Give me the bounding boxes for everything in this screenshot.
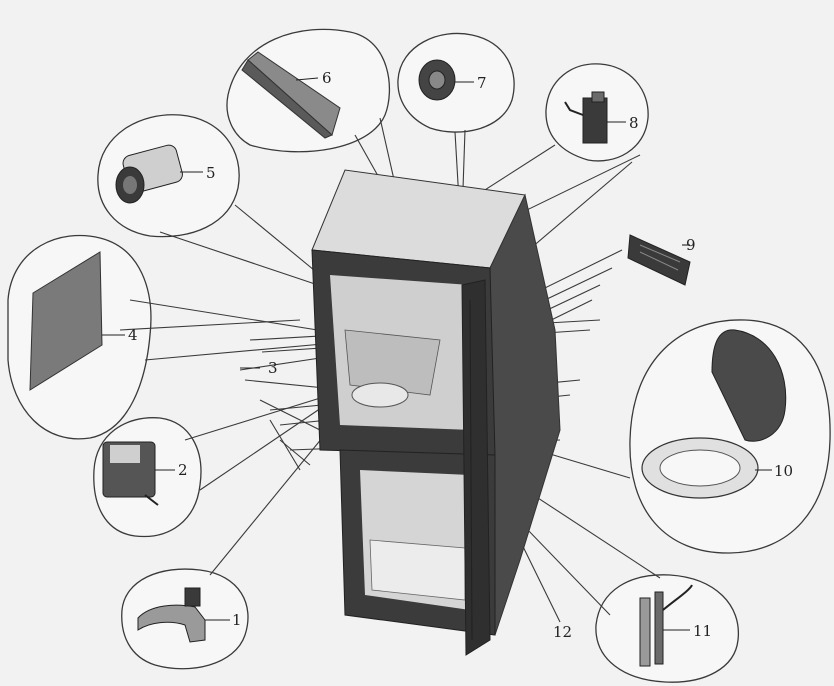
part-4-panel: [29, 251, 125, 391]
callout-label-6: 6: [322, 69, 332, 87]
part-7-roll: [418, 59, 474, 101]
cabinet-right-side: [489, 193, 561, 636]
callout-label-4: 4: [128, 326, 138, 344]
part-6-plate: [241, 51, 341, 139]
callout-label-3: 3: [268, 359, 278, 377]
callout-label-5: 5: [206, 164, 216, 182]
callout-label-11: 11: [693, 622, 712, 640]
cabinet-door: [461, 279, 491, 656]
callout-label-1: 1: [232, 611, 242, 629]
sink-shelf: [344, 329, 441, 396]
callout-labels: 1 2 3 4 5 6 7 8 9 10 11 12: [128, 69, 793, 641]
callout-label-10: 10: [774, 462, 793, 480]
callout-label-12: 12: [553, 623, 572, 641]
part-8-holder: [564, 91, 626, 144]
cabinet-assembly: [311, 169, 561, 656]
part-5-cylinder: [115, 144, 203, 204]
part-9-grille: [627, 234, 691, 286]
part-2-dispenser: [102, 441, 175, 506]
callout-label-7: 7: [477, 74, 487, 92]
bubble-11: [595, 574, 739, 683]
bubble-7: [397, 32, 515, 133]
part-10-seat: [641, 329, 787, 499]
callout-label-2: 2: [178, 461, 188, 479]
callout-label-9: 9: [686, 236, 696, 254]
seat-lid: [711, 329, 787, 442]
sink-basin: [351, 382, 409, 408]
toilet-bowl-base: [369, 539, 466, 601]
callout-label-8: 8: [629, 114, 639, 132]
part-1-faucet: [137, 587, 230, 643]
part-11-latch: [639, 584, 693, 667]
